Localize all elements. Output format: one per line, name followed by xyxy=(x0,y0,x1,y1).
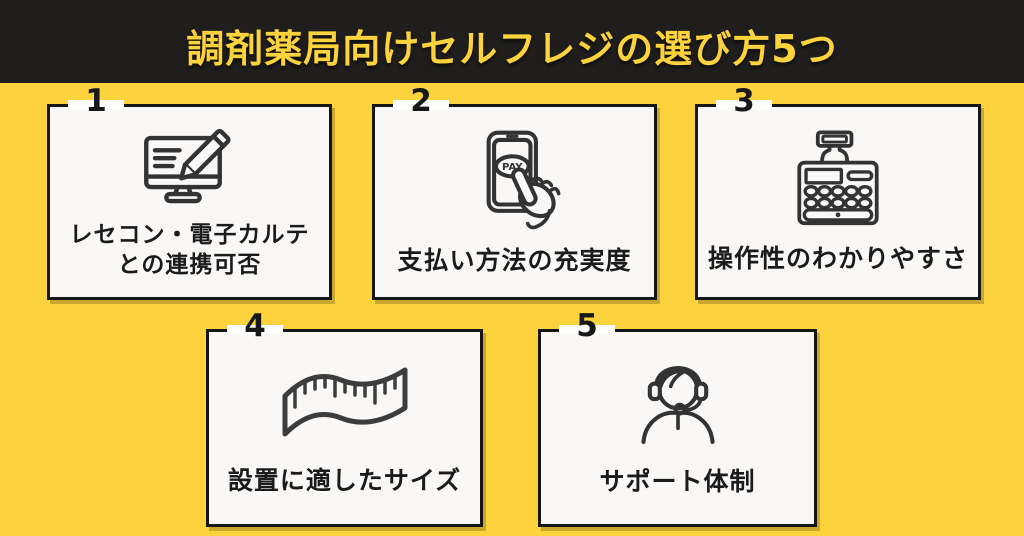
page-title: 調剤薬局向けセルフレジの選び方5つ xyxy=(186,27,838,71)
card-support-system: 5 サポート体制 xyxy=(538,311,817,527)
card-recon-integration: 1 xyxy=(47,86,332,300)
card-ease-of-operation: 3 xyxy=(695,86,981,300)
support-agent-icon xyxy=(640,365,715,444)
card-number: 1 xyxy=(85,83,107,119)
card-suitable-size: 4 xyxy=(206,311,483,527)
card-label-line1: レセコン・電子カルテ xyxy=(69,221,310,248)
number-tab-strip xyxy=(559,325,615,334)
card-label: 支払い方法の充実度 xyxy=(397,246,632,275)
svg-text:PAY: PAY xyxy=(502,162,523,173)
card-number: 4 xyxy=(244,308,266,344)
card-label: 設置に適したサイズ xyxy=(227,465,462,495)
card-label: 操作性のわかりやすさ xyxy=(707,244,968,273)
header-bar: 調剤薬局向けセルフレジの選び方5つ xyxy=(0,0,1024,83)
smartphone-pay-icon: PAY xyxy=(486,130,560,230)
monitor-pencil-icon xyxy=(143,128,231,203)
card-number: 5 xyxy=(576,308,598,344)
number-tab-strip xyxy=(68,100,124,109)
measuring-tape-icon xyxy=(282,367,407,436)
card-number: 3 xyxy=(733,83,755,119)
card-label: サポート体制 xyxy=(599,467,756,496)
card-payment-methods: 2 PAY 支払い方法の充実度 xyxy=(372,86,657,300)
card-label-line2: との連携可否 xyxy=(117,252,262,278)
number-tab-strip xyxy=(716,100,772,109)
cash-register-icon xyxy=(797,130,879,226)
number-tab-strip xyxy=(227,325,283,334)
number-tab-strip xyxy=(393,100,449,109)
card-number: 2 xyxy=(410,83,432,119)
